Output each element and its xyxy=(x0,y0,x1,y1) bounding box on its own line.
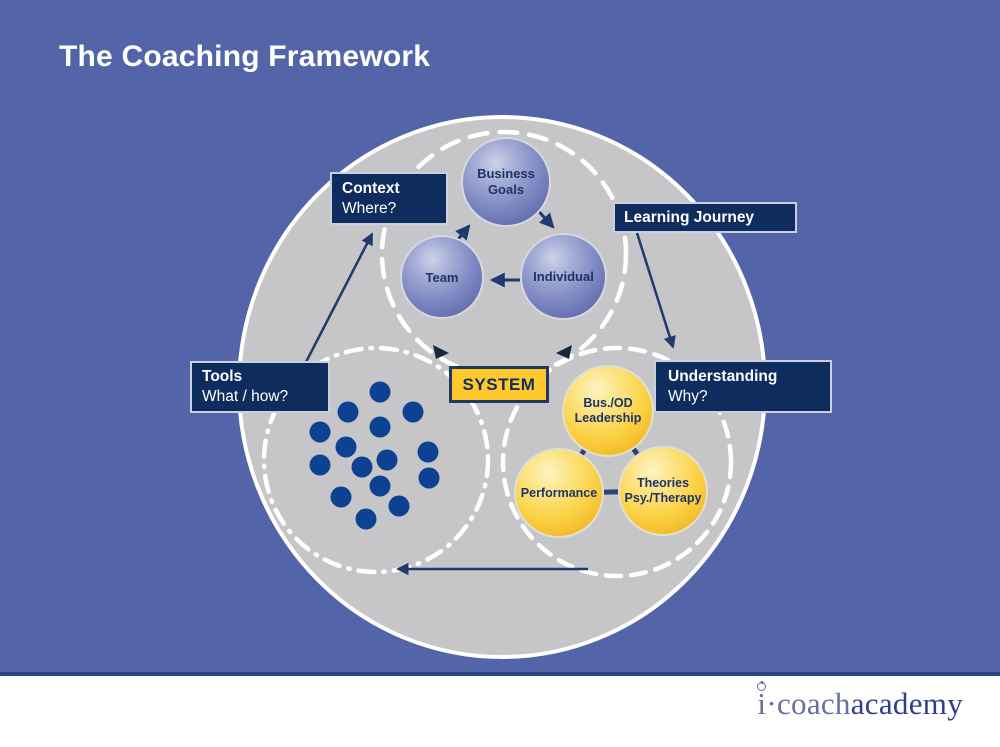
context-title: Context xyxy=(342,180,400,197)
tools-dots xyxy=(309,381,440,530)
understanding-title: Understanding xyxy=(668,368,778,385)
sphere-theories: Theories Psy./Therapy xyxy=(618,446,708,536)
tools-dot xyxy=(369,381,391,403)
sphere-business-goals: Business Goals xyxy=(461,137,551,227)
understanding-box: Understanding Why? xyxy=(654,360,832,413)
cycle-arrowhead-right-icon xyxy=(556,345,572,359)
logo-right-text: academy xyxy=(850,686,963,721)
tools-dot xyxy=(417,441,439,463)
framework-diagram xyxy=(237,115,767,659)
tools-subtitle: What / how? xyxy=(202,388,289,405)
tools-box: Tools What / how? xyxy=(190,361,330,413)
understanding-subtitle: Why? xyxy=(668,388,708,405)
tools-cluster-circle xyxy=(261,345,491,575)
tools-title: Tools xyxy=(202,368,243,385)
cycle-arrowhead-left-icon xyxy=(433,345,449,359)
tools-dot xyxy=(330,486,352,508)
logo-left-text: i·coach xyxy=(757,682,850,721)
tools-dot xyxy=(335,436,357,458)
sphere-performance: Performance xyxy=(514,448,604,538)
sphere-individual: Individual xyxy=(520,233,607,320)
tools-dot xyxy=(388,495,410,517)
tools-dot xyxy=(337,401,359,423)
tools-dot xyxy=(351,456,373,478)
tools-dot xyxy=(369,475,391,497)
sphere-bus-od-leadership: Bus./OD Leadership xyxy=(562,365,654,457)
tools-dot xyxy=(418,467,440,489)
tools-dot xyxy=(402,401,424,423)
sphere-team: Team xyxy=(400,235,484,319)
context-subtitle: Where? xyxy=(342,200,397,217)
tools-dot xyxy=(369,416,391,438)
knowledge-cluster-circle xyxy=(500,345,734,579)
context-box: Context Where? xyxy=(330,172,448,225)
icoachacademy-logo: i·coachacademy xyxy=(757,682,963,722)
tools-dot xyxy=(309,421,331,443)
system-box: SYSTEM xyxy=(449,366,549,403)
page-title: The Coaching Framework xyxy=(59,40,431,73)
tools-dot xyxy=(355,508,377,530)
learning-journey-box: Learning Journey xyxy=(613,202,797,233)
tools-dot xyxy=(376,449,398,471)
logo-person-icon xyxy=(757,682,767,691)
arrow-tools-to-context xyxy=(303,232,374,365)
arrow-learning-to-understanding xyxy=(635,232,676,349)
learning-journey-title: Learning Journey xyxy=(624,208,755,226)
slide-background: The Coaching Framework xyxy=(0,0,1000,676)
tools-dot xyxy=(309,454,331,476)
footer: i·coachacademy xyxy=(0,676,1000,747)
